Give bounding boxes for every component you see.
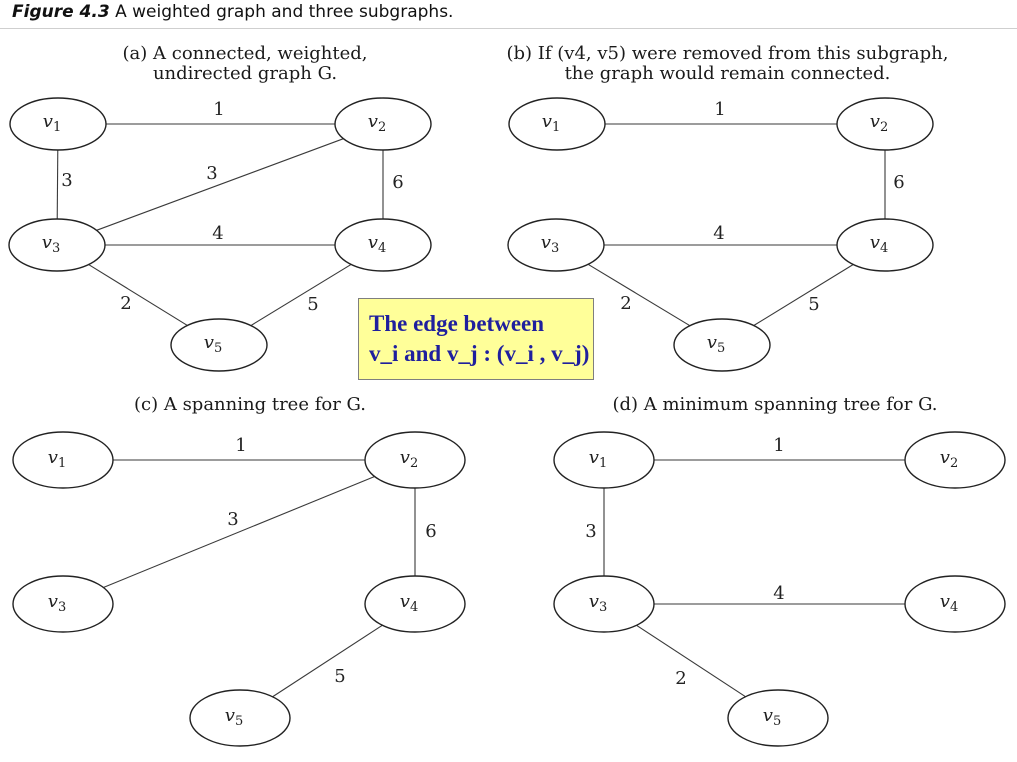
caption-b: (b) If (v4, v5) were removed from this s… [440, 44, 1015, 84]
node-b-v2 [836, 97, 934, 151]
edge-weight-c-v2-v4: 6 [425, 521, 436, 542]
node-label-b-v2: v2 [870, 111, 888, 135]
node-label-d-v2: v2 [940, 447, 958, 471]
node-d-v5 [727, 689, 829, 747]
node-c-v2 [364, 431, 466, 489]
graph-panel-d: 1 3 4 2 v1 v2 v3 v4 v5 [553, 431, 1006, 747]
edge-weight-b-v1-v2: 1 [714, 99, 725, 120]
edge-weight-a-v2-v3: 3 [206, 163, 217, 184]
edge-weight-b-v3-v4: 4 [713, 223, 724, 244]
figure-title: A weighted graph and three subgraphs. [115, 2, 454, 22]
edge-weight-a-v1-v2: 1 [213, 99, 224, 120]
node-d-v4 [904, 575, 1006, 633]
node-b-v1 [508, 97, 606, 151]
node-label-a-v1: v1 [43, 111, 61, 135]
callout-line2: v_i and v_j : (v_i , v_j) [369, 341, 590, 366]
edge-weight-b-v2-v4: 6 [893, 172, 904, 193]
node-label-b-v5: v5 [707, 332, 725, 356]
graph-panel-c: 1 3 6 5 v1 v2 v3 v4 v5 [12, 431, 466, 747]
node-a-v5 [170, 318, 268, 372]
node-a-v4 [334, 218, 432, 272]
caption-d-line1: (d) A minimum spanning tree for G. [612, 394, 938, 415]
node-a-v1 [9, 97, 107, 151]
node-label-a-v2: v2 [368, 111, 386, 135]
node-a-v2 [334, 97, 432, 151]
edge-d-v3-v5 [636, 624, 746, 698]
edge-a-v3-v5 [88, 264, 188, 326]
edge-weight-c-v4-v5: 5 [334, 666, 345, 687]
caption-a-line1: (a) A connected, weighted, [122, 43, 368, 64]
node-c-v5 [189, 689, 291, 747]
edge-c-v4-v5 [272, 624, 383, 698]
edge-weight-b-v3-v5: 2 [620, 293, 631, 314]
node-a-v3 [8, 218, 106, 272]
node-c-v3 [12, 575, 114, 633]
edge-weight-d-v1-v3: 3 [585, 521, 596, 542]
node-d-v1 [553, 431, 655, 489]
edge-a-v2-v3 [96, 138, 344, 231]
node-label-c-v1: v1 [48, 447, 66, 471]
node-label-a-v5: v5 [204, 332, 222, 356]
node-c-v1 [12, 431, 114, 489]
heading-rule [0, 28, 1017, 29]
node-label-d-v1: v1 [589, 447, 607, 471]
node-label-d-v4: v4 [940, 591, 958, 615]
caption-a: (a) A connected, weighted, undirected gr… [55, 44, 435, 84]
node-b-v5 [673, 318, 771, 372]
node-label-b-v1: v1 [542, 111, 560, 135]
callout-line1: The edge between [369, 311, 545, 336]
node-label-c-v2: v2 [400, 447, 418, 471]
edge-weight-d-v3-v4: 4 [773, 583, 784, 604]
edge-weight-c-v2-v3: 3 [227, 509, 238, 530]
caption-c-line1: (c) A spanning tree for G. [134, 394, 366, 415]
node-label-a-v3: v3 [42, 232, 60, 256]
node-d-v3 [553, 575, 655, 633]
node-label-b-v3: v3 [541, 232, 559, 256]
caption-a-line2: undirected graph G. [152, 63, 338, 84]
node-c-v4 [364, 575, 466, 633]
caption-b-line2: the graph would remain connected. [564, 63, 891, 84]
node-label-c-v5: v5 [225, 705, 243, 729]
edge-weight-b-v4-v5: 5 [808, 294, 819, 315]
node-label-d-v3: v3 [589, 591, 607, 615]
edge-a-v1-v3 [56, 149, 59, 220]
node-b-v3 [507, 218, 605, 272]
graph-panel-b: 1 6 4 2 5 v1 v2 v3 v4 v5 [507, 97, 934, 372]
node-label-d-v5: v5 [763, 705, 781, 729]
figure-heading: Figure 4.3 A weighted graph and three su… [12, 2, 453, 22]
node-label-b-v4: v4 [870, 232, 888, 256]
edge-b-v3-v5 [587, 263, 691, 327]
edge-b-v4-v5 [753, 264, 854, 326]
edge-a-v4-v5 [250, 263, 352, 327]
node-label-c-v4: v4 [400, 591, 418, 615]
figure-number: Figure 4.3 [12, 2, 110, 22]
edge-weight-c-v1-v2: 1 [235, 435, 246, 456]
node-label-a-v4: v4 [368, 232, 386, 256]
edge-c-v2-v3 [103, 476, 375, 588]
edge-weight-a-v3-v5: 2 [120, 293, 131, 314]
node-label-c-v3: v3 [48, 591, 66, 615]
edge-weight-a-v2-v4: 6 [392, 172, 403, 193]
graph-panel-a: 1 3 3 6 4 2 5 v1 v2 v3 v4 v5 [8, 97, 432, 372]
caption-c: (c) A spanning tree for G. [40, 395, 460, 415]
edge-weight-a-v3-v4: 4 [212, 223, 223, 244]
caption-d: (d) A minimum spanning tree for G. [540, 395, 1010, 415]
caption-b-line1: (b) If (v4, v5) were removed from this s… [506, 43, 949, 64]
node-d-v2 [904, 431, 1006, 489]
edge-weight-a-v1-v3: 3 [61, 170, 72, 191]
edge-notation-callout: The edge between v_i and v_j : (v_i , v_… [358, 298, 594, 380]
edge-weight-a-v4-v5: 5 [307, 294, 318, 315]
edge-weight-d-v1-v2: 1 [773, 435, 784, 456]
node-b-v4 [836, 218, 934, 272]
edge-weight-d-v3-v5: 2 [675, 668, 686, 689]
